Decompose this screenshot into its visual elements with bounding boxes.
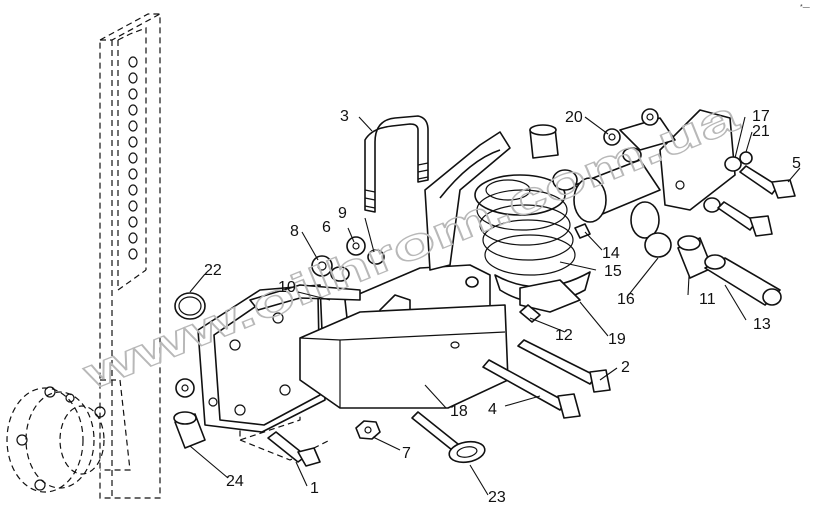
spacer-tube	[173, 411, 206, 449]
callout-19: 19	[608, 331, 626, 348]
spring-seat	[519, 279, 581, 313]
nut-6	[346, 236, 366, 256]
washer-9	[367, 249, 385, 265]
callout-10: 10	[278, 279, 296, 296]
washer-20	[622, 147, 642, 163]
pin	[704, 254, 782, 306]
washer-21	[739, 151, 753, 165]
ring-spring-top	[552, 169, 578, 191]
u-bolt	[364, 115, 429, 213]
callout-20: 20	[565, 109, 583, 126]
circlip	[644, 232, 672, 258]
callout-5: 5	[792, 155, 801, 172]
callout-24: 24	[226, 473, 244, 490]
callout-21: 21	[752, 123, 770, 140]
main-body	[299, 304, 509, 409]
grease-fitting	[574, 223, 591, 239]
callout-15: 15	[604, 263, 622, 280]
nut-20a	[603, 128, 621, 146]
tractor-frame-rail	[99, 13, 161, 499]
washer-8	[330, 266, 350, 282]
wheel-hub	[6, 386, 106, 493]
nut-7	[355, 420, 381, 440]
callout-3: 3	[340, 108, 349, 125]
callout-9: 9	[338, 205, 347, 222]
nut-left	[175, 378, 195, 398]
bolt-2	[517, 339, 611, 393]
callout-4: 4	[488, 401, 497, 418]
callout-labels: 3 8 6 9 10 22 20 17 21 5 14 15 16 11 13 …	[204, 108, 801, 506]
hitch-pin	[411, 411, 486, 464]
callout-23: 23	[488, 489, 506, 506]
callout-16: 16	[617, 291, 635, 308]
callout-22: 22	[204, 262, 222, 279]
callout-6: 6	[322, 219, 331, 236]
callout-17: 17	[752, 108, 770, 125]
frame-hole-column	[128, 56, 138, 260]
top-bushing	[529, 124, 559, 159]
bolt-12	[519, 304, 541, 323]
washer-mid	[703, 197, 721, 213]
bolt-4	[482, 359, 581, 419]
callout-2: 2	[621, 359, 630, 376]
callout-11: 11	[699, 291, 716, 308]
callout-8: 8	[290, 223, 299, 240]
callout-14: 14	[602, 245, 620, 262]
pivot-arm	[573, 109, 736, 239]
washer-17	[724, 156, 742, 172]
bolt-5	[739, 165, 796, 199]
callout-18: 18	[450, 403, 468, 420]
nut-8	[311, 255, 333, 277]
callout-13: 13	[753, 316, 771, 333]
callout-7: 7	[402, 445, 411, 462]
lower-bracket	[249, 284, 361, 311]
bolt-mid	[717, 201, 773, 237]
bolt-1	[267, 431, 321, 467]
mounting-plate	[197, 284, 326, 433]
corner-mark: *—	[800, 4, 810, 11]
leader-lines	[189, 116, 801, 496]
callout-12: 12	[555, 327, 573, 344]
sealing-ring	[174, 292, 206, 320]
nut-20b	[641, 108, 659, 126]
callout-1: 1	[310, 480, 319, 497]
bushing	[677, 235, 713, 279]
